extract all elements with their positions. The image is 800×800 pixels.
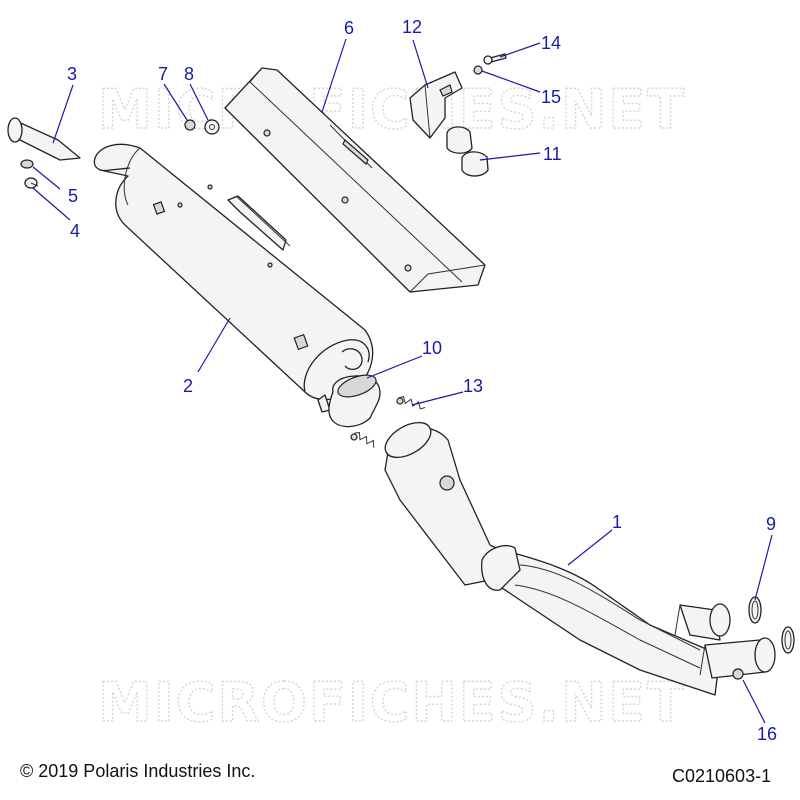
callout-16: 16 (757, 724, 777, 744)
isolators (446, 126, 489, 177)
muffler (93, 143, 374, 413)
nut-and-washer (184, 119, 220, 135)
springs (350, 395, 426, 448)
diagram-id: C0210603-1 (672, 766, 772, 786)
callout-12: 12 (402, 17, 422, 37)
callout-9: 9 (766, 514, 776, 534)
callout-6: 6 (344, 18, 354, 38)
watermark-bottom: MICROFICHES.NET (98, 671, 686, 734)
callout-1: 1 (612, 512, 622, 532)
heat-shield (224, 67, 486, 293)
callout-5: 5 (68, 186, 78, 206)
callout-8: 8 (184, 64, 194, 84)
mounting-bracket (409, 71, 463, 139)
screw-and-washer (20, 159, 39, 189)
callout-14: 14 (541, 33, 561, 53)
callout-7: 7 (158, 64, 168, 84)
callout-10: 10 (422, 338, 442, 358)
callout-4: 4 (70, 221, 80, 241)
tailpipe-tip (7, 117, 81, 161)
callout-2: 2 (183, 376, 193, 396)
callout-13: 13 (463, 376, 483, 396)
gasket (328, 374, 381, 428)
exhaust-gaskets (748, 596, 795, 654)
copyright-text: © 2019 Polaris Industries Inc. (20, 761, 256, 781)
callouts: 1 2 3 4 5 6 7 8 9 10 11 12 13 14 15 16 (67, 17, 777, 744)
callout-3: 3 (67, 64, 77, 84)
leader-lines (32, 38, 773, 724)
callout-15: 15 (541, 87, 561, 107)
head-pipe (384, 421, 776, 696)
watermark-top: MICROFICHES.NET (98, 78, 686, 141)
callout-11: 11 (543, 144, 562, 164)
